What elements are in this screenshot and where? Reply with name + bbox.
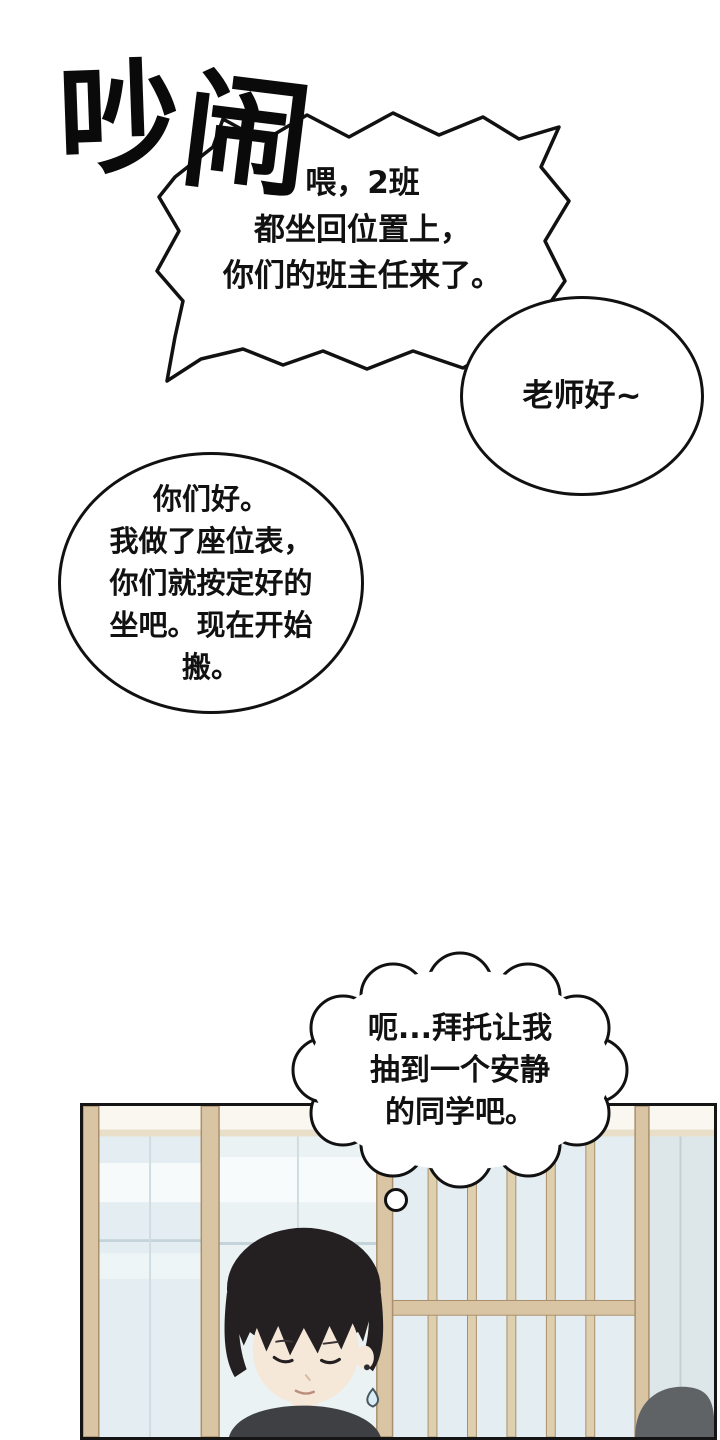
character-eye-left [272, 1355, 294, 1364]
character-bangs [232, 1274, 371, 1356]
wood-post [634, 1106, 650, 1437]
character-eye-right [320, 1357, 341, 1365]
sfx-char-1: 吵 [55, 47, 175, 193]
background-figure [635, 1386, 714, 1437]
sfx-noisy-text: 吵闹 [55, 14, 311, 217]
character-mouth [294, 1389, 315, 1395]
thought-bubble-outline [291, 951, 629, 1189]
earbud [363, 1364, 370, 1371]
character-ear [356, 1345, 374, 1370]
classroom-panel-art [83, 1106, 714, 1437]
wood-post [200, 1106, 220, 1437]
speech-bubble-teacher: 你们好。 我做了座位表， 你们就按定好的 坐吧。现在开始 搬。 [58, 452, 364, 714]
thought-bubble [280, 930, 640, 1220]
sfx-char-2: 闹 [173, 55, 311, 218]
wood-post [83, 1106, 100, 1437]
window-rail [392, 1299, 636, 1316]
speech-bubble-teacher-text: 你们好。 我做了座位表， 你们就按定好的 坐吧。现在开始 搬。 [109, 481, 313, 685]
sweat-drop [366, 1387, 380, 1408]
thought-bubble-trail-circle [384, 1188, 408, 1212]
speech-bubble-announcement-text: 喂，2班 都坐回位置上， 你们的班主任来了。 [223, 165, 502, 294]
character-shirt [228, 1405, 381, 1437]
character-boy [224, 1227, 384, 1437]
speech-bubble-greeting-text: 老师好~ [522, 377, 642, 414]
thought-bubble-text: 呃...拜托让我 抽到一个安静 的同学吧。 [367, 1011, 553, 1130]
speech-bubble-greeting: 老师好~ [460, 296, 704, 496]
